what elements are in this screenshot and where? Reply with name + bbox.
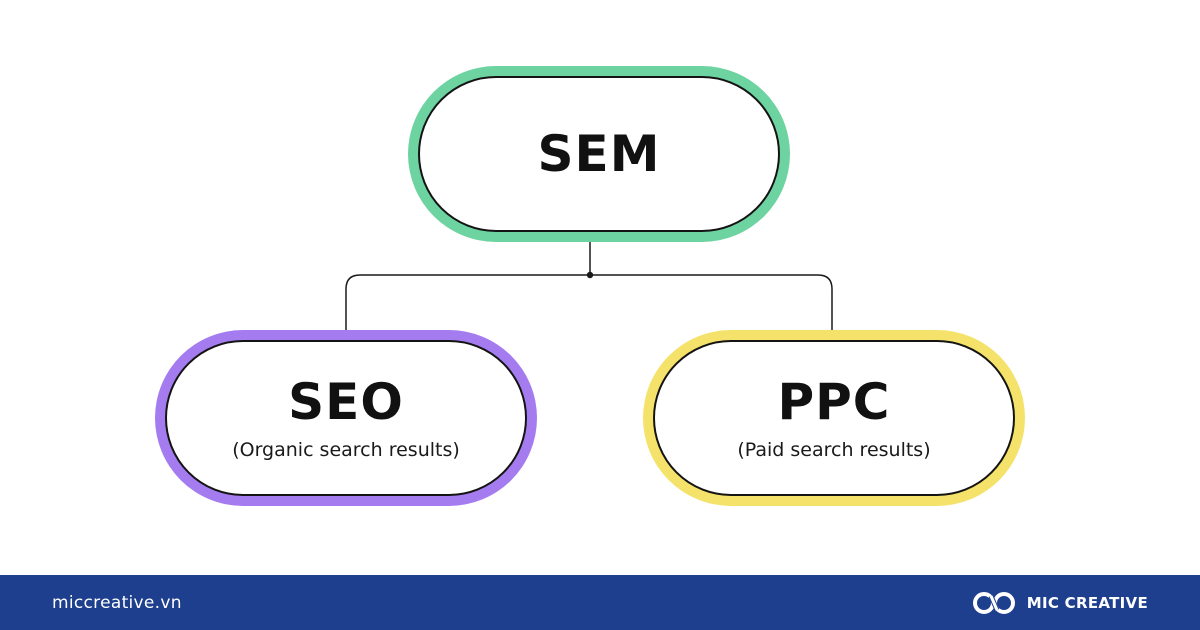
diagram-canvas: SEM SEO (Organic search results) PPC (Pa… — [155, 66, 1025, 506]
brand-lockup: MIC CREATIVE — [971, 587, 1148, 619]
right-branch-line — [590, 274, 833, 340]
ppc-node: PPC (Paid search results) — [653, 340, 1015, 496]
seo-node: SEO (Organic search results) — [165, 340, 527, 496]
seo-node-title: SEO — [288, 372, 404, 431]
footer-url-link[interactable]: miccreative.vn — [52, 592, 182, 613]
left-branch-line — [345, 274, 590, 340]
ppc-node-title: PPC — [777, 372, 891, 431]
brand-name: MIC CREATIVE — [1026, 593, 1148, 612]
sem-node-title: SEM — [537, 125, 661, 183]
seo-node-subtitle: (Organic search results) — [232, 438, 460, 461]
sem-node: SEM — [418, 76, 780, 232]
ppc-node-subtitle: (Paid search results) — [737, 438, 931, 461]
footer-bar: miccreative.vn MIC CREATIVE — [0, 575, 1200, 630]
infinity-link-logo-icon — [972, 591, 1015, 614]
junction-dot — [586, 271, 594, 279]
